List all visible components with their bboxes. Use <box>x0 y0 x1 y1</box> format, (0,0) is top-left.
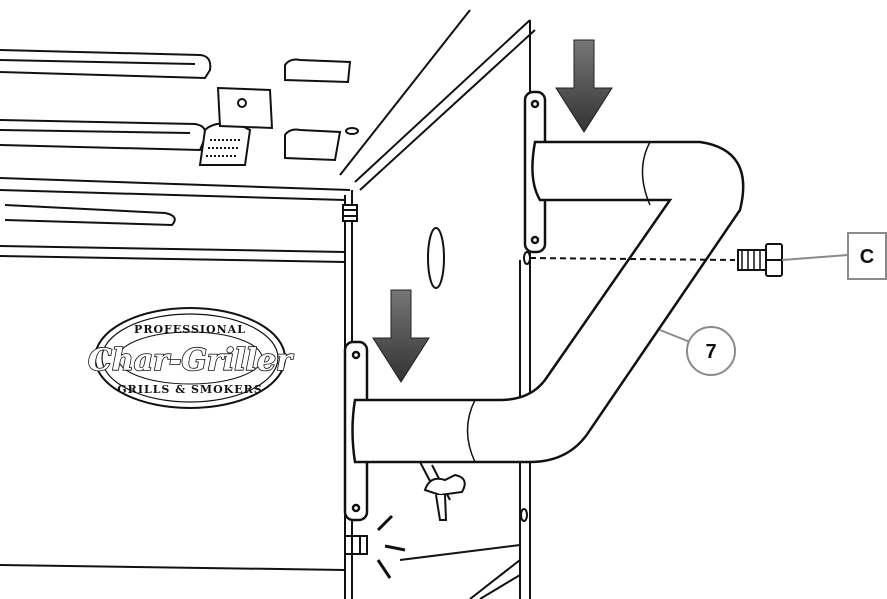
alignment-line <box>529 257 736 261</box>
grill-top <box>0 9 536 191</box>
wing-nut-icon <box>419 461 466 521</box>
callout-c-label: C <box>860 246 874 268</box>
char-griller-logo: PROFESSIONAL Char-Griller GRILLS & SMOKE… <box>87 307 295 409</box>
callout-7: 7 <box>659 326 736 376</box>
down-arrow-icon <box>555 39 613 133</box>
front-panel <box>0 189 358 599</box>
down-arrow-icon <box>372 289 430 383</box>
callout-c: C <box>781 232 887 280</box>
logo-bottom-text: GRILLS & SMOKERS <box>117 383 262 396</box>
lower-bolt <box>344 514 406 579</box>
callout-7-label: 7 <box>705 341 716 363</box>
logo-top-text: PROFESSIONAL <box>134 323 246 336</box>
logo-main-text: Char-Griller <box>88 343 294 378</box>
handle-part <box>343 90 745 522</box>
bolt-icon <box>737 243 783 277</box>
